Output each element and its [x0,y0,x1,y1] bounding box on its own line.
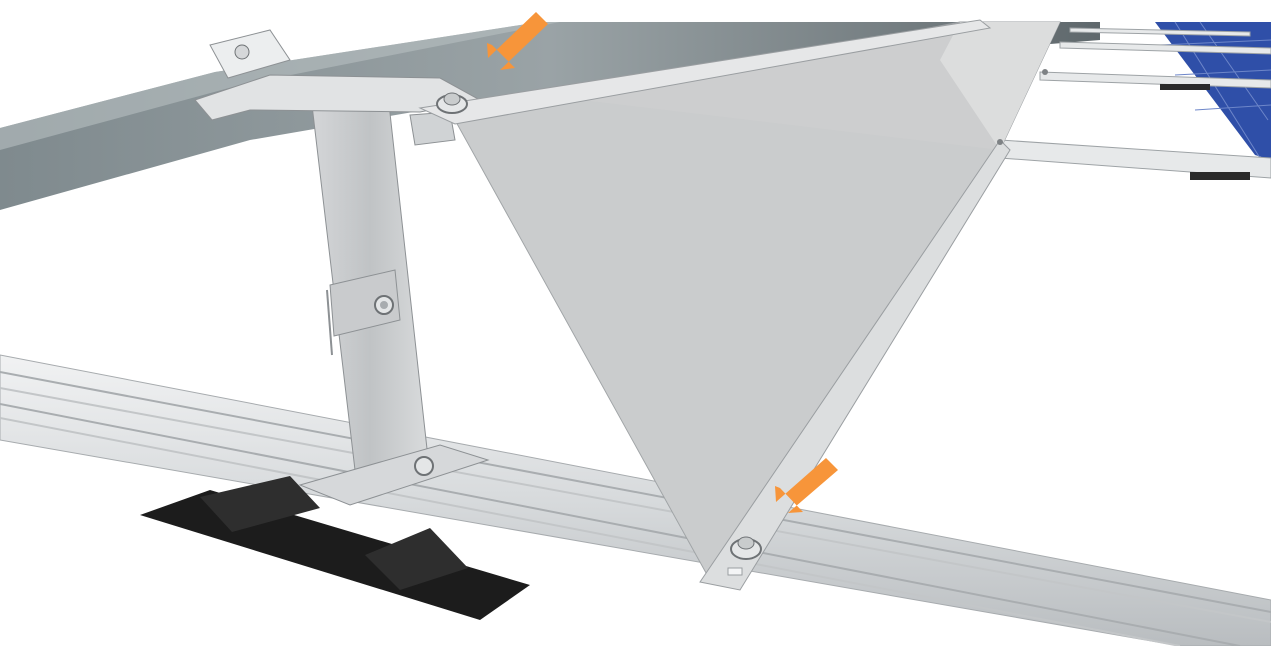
rear-rails [999,27,1271,180]
callout-arrow-bottom [775,458,838,513]
ground-rail [0,354,1271,646]
callout-arrow-top [487,12,548,70]
solar-panel-back [0,22,1100,210]
arrow-icon [487,12,548,70]
support-post [194,29,490,506]
wind-deflector [418,19,1061,591]
top-bolt [436,92,468,114]
rubber-pad [140,476,530,620]
solar-panel-cells [1155,21,1271,160]
bottom-bolt [727,536,762,576]
arrow-icon [775,458,838,513]
